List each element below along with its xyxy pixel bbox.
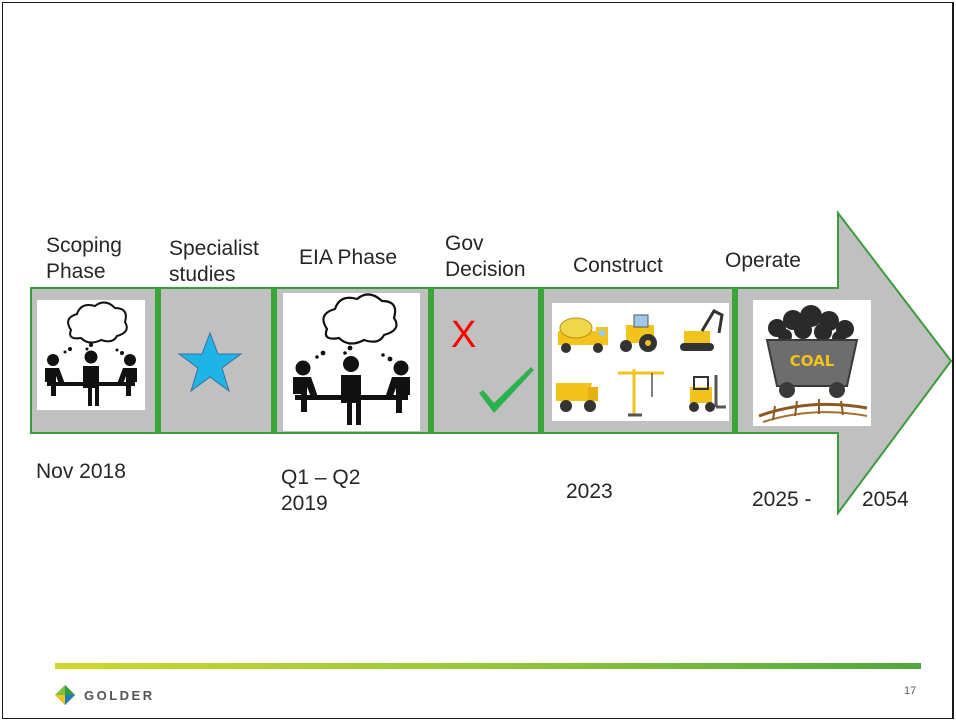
phase-label-construct: Construct	[573, 254, 663, 277]
phase-label-gov-decision: Gov Decision	[445, 232, 526, 281]
date-q1-q2-2019: Q1 – Q2 2019	[281, 466, 361, 515]
date-2023: 2023	[566, 480, 613, 503]
star-icon	[177, 331, 243, 393]
phase-dividers	[155, 288, 738, 433]
arrow-shape	[30, 210, 952, 517]
divider-5	[732, 288, 738, 433]
coal-label: COAL	[790, 352, 835, 370]
forklift-icon	[689, 375, 726, 412]
brand-name: GOLDER	[84, 687, 155, 703]
date-2025: 2025 -	[752, 488, 812, 511]
divider-4	[538, 288, 544, 433]
divider-3	[428, 288, 434, 433]
divider-2	[271, 288, 277, 433]
footer-gradient-line	[55, 663, 921, 669]
date-nov-2018: Nov 2018	[36, 460, 126, 483]
golder-logo: GOLDER	[55, 683, 155, 707]
tractor-icon	[620, 314, 657, 352]
meeting-thought-icon	[45, 301, 137, 406]
decision-check	[477, 365, 535, 413]
specialist-star-image	[177, 331, 243, 393]
mixer-truck-icon	[558, 317, 608, 353]
golder-logo-icon	[55, 685, 75, 705]
construction-vehicles-image	[552, 303, 729, 421]
decision-cross: X	[451, 314, 477, 356]
phase-label-operate: Operate	[725, 249, 801, 272]
divider-1	[155, 288, 161, 433]
eia-meeting-image	[283, 293, 420, 431]
construction-vehicles-icon	[556, 309, 726, 417]
dump-truck-icon	[556, 383, 598, 412]
scoping-meeting-image	[37, 300, 145, 410]
coal-cart-image: COAL	[753, 300, 871, 426]
crane-icon	[618, 369, 664, 417]
date-2054: 2054	[862, 488, 909, 511]
excavator-icon	[680, 309, 724, 351]
timeline-arrow	[30, 210, 952, 517]
phase-label-scoping: Scoping Phase	[46, 234, 122, 283]
page-number: 17	[904, 685, 917, 697]
coal-cart-icon: COAL	[758, 305, 868, 423]
meeting-thought-icon	[293, 293, 410, 425]
check-icon	[479, 367, 534, 413]
phase-label-eia: EIA Phase	[299, 246, 398, 269]
phase-label-specialist: Specialist studies	[169, 237, 259, 286]
